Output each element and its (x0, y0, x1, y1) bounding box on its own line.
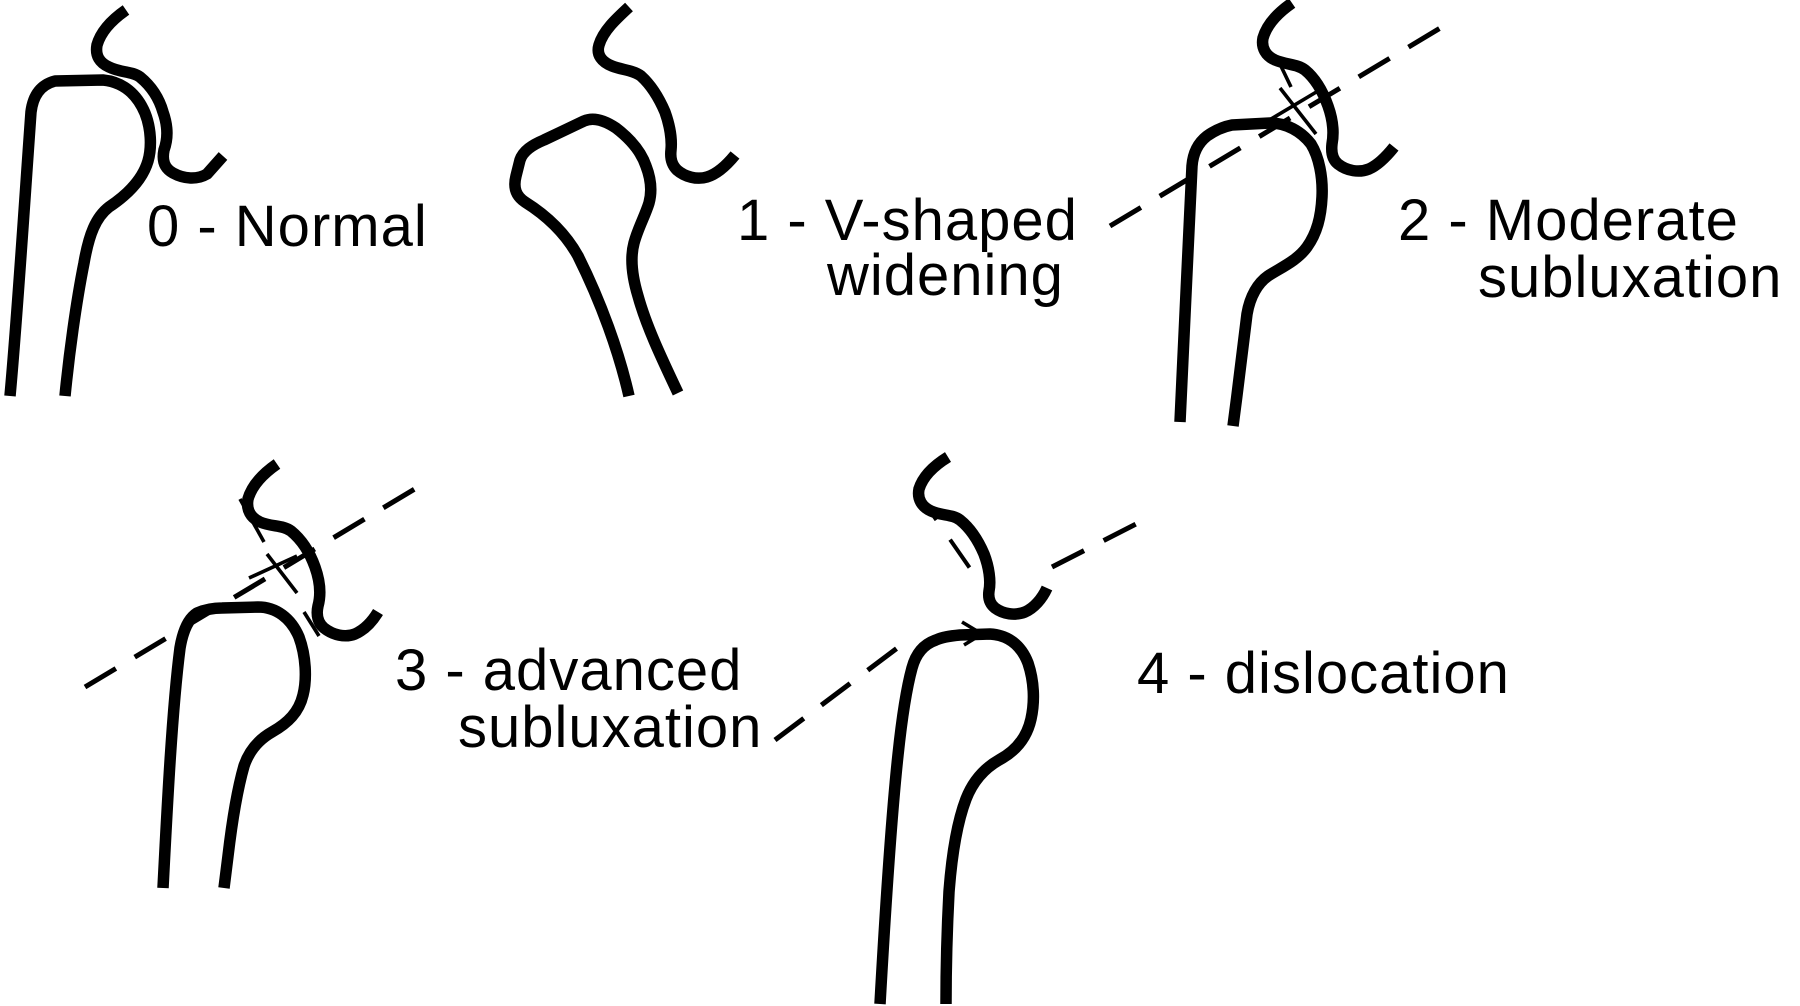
socket-outline (1256, 0, 1399, 177)
socket-outline (241, 459, 383, 642)
gap-tick-mark (961, 620, 983, 636)
bone-outline (4, 74, 157, 397)
panel-stage-4: 4 - dislocation (773, 452, 1510, 1005)
gap-tick-mark (248, 554, 298, 580)
socket-outline (90, 5, 228, 184)
panel-stage-3: 3 - advanced subluxation (83, 459, 762, 889)
gap-tick-mark (1265, 89, 1319, 124)
socket-outline (592, 2, 740, 184)
gap-tick-mark (238, 498, 266, 543)
stage-2-label-line2: subluxation (1478, 245, 1782, 310)
panel-stage-2: 2 - Moderate subluxation (1108, 0, 1782, 427)
stage-2-label-line1: 2 - Moderate (1398, 188, 1739, 253)
gap-tick-mark (1278, 86, 1318, 136)
displacement-axis-line (1050, 521, 1138, 570)
stage-1-label-line1: 1 - V-shaped (737, 188, 1078, 253)
bone-outline (1174, 117, 1328, 427)
displacement-axis-line (1108, 24, 1444, 229)
stage-1-label-line2: widening (826, 243, 1064, 308)
stage-4-label: 4 - dislocation (1137, 641, 1510, 706)
stage-3-label-line1: 3 - advanced (395, 638, 742, 703)
stage-0-label: 0 - Normal (147, 194, 428, 259)
gap-tick-mark (302, 611, 321, 637)
gap-tick-mark (963, 632, 983, 647)
gap-tick-mark (1277, 61, 1293, 88)
bone-outline (509, 113, 684, 398)
gap-tick-mark (265, 552, 299, 595)
bone-outline (874, 628, 1040, 1005)
displacement-axis-line (773, 638, 910, 742)
displacement-axis-line (83, 475, 435, 690)
panel-stage-0: 0 - Normal (4, 5, 428, 397)
panel-stage-1: 1 - V-shaped widening (509, 2, 1078, 398)
socket-edge-dash-line (915, 490, 985, 589)
stage-3-label-line2: subluxation (458, 695, 762, 760)
socket-outline (912, 452, 1053, 620)
bone-outline (157, 601, 312, 889)
